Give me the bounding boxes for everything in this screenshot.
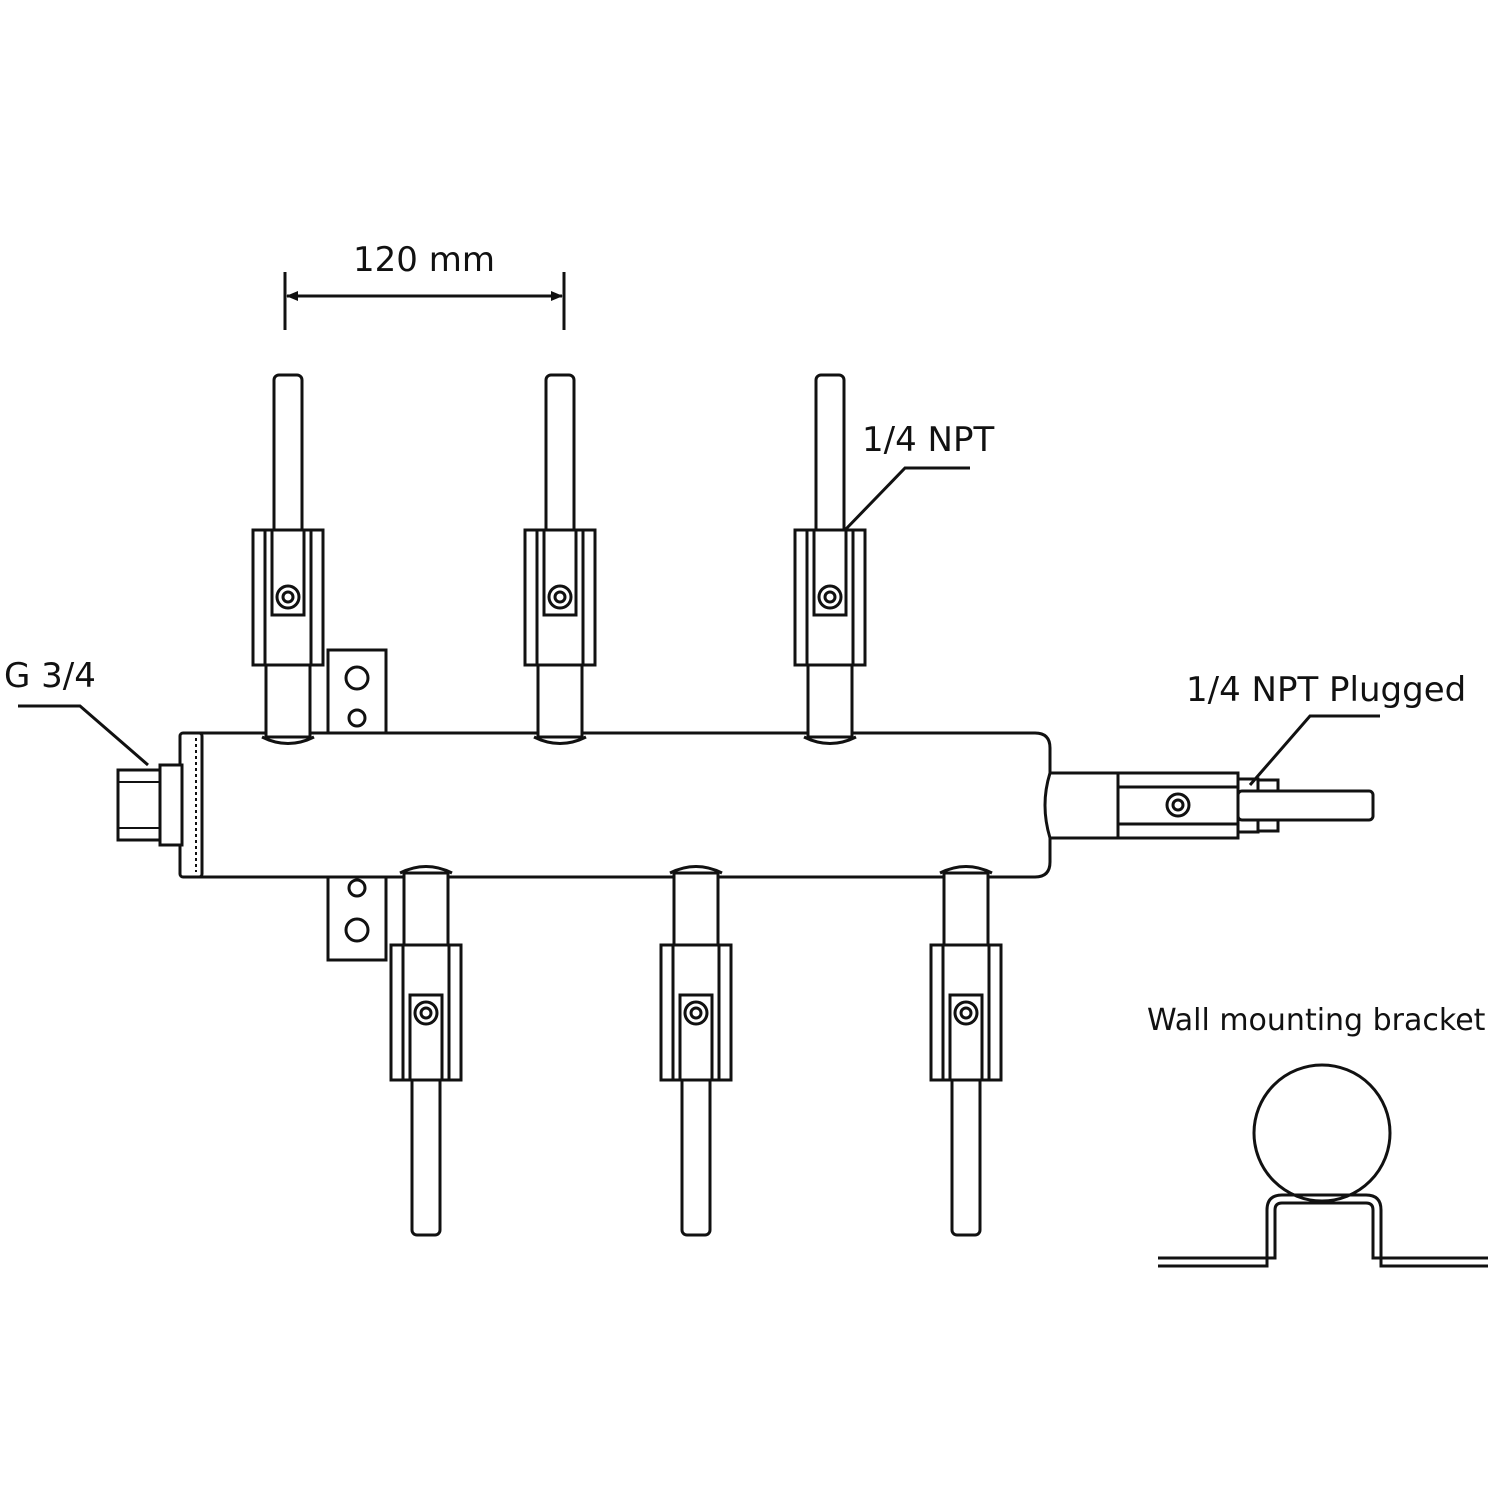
bottom-valve-2 (659, 865, 733, 1237)
mounting-plate-bottom (326, 871, 388, 962)
dimension-label: 120 mm (353, 240, 495, 280)
plugged-outlet (1043, 771, 1375, 840)
leader-npt (843, 466, 970, 532)
top-valve-2 (523, 373, 597, 745)
mounting-plate-top (326, 648, 388, 737)
inlet-fitting (116, 763, 184, 847)
leader-plugged (1248, 714, 1380, 786)
top-valve-1 (251, 373, 325, 745)
dimension-line (283, 272, 566, 330)
bottom-valve-3 (929, 865, 1003, 1237)
plugged-end-label: 1/4 NPT Plugged (1186, 670, 1467, 710)
leader-inlet (18, 704, 149, 767)
bracket-detail (1158, 1063, 1488, 1268)
bottom-valve-1 (389, 865, 463, 1237)
manifold-body (178, 731, 1052, 879)
outlet-thread-label: 1/4 NPT (862, 420, 995, 460)
top-valve-3 (793, 373, 867, 745)
bracket-detail-label: Wall mounting bracket (1147, 1003, 1486, 1038)
inlet-label: G 3/4 (4, 656, 96, 696)
